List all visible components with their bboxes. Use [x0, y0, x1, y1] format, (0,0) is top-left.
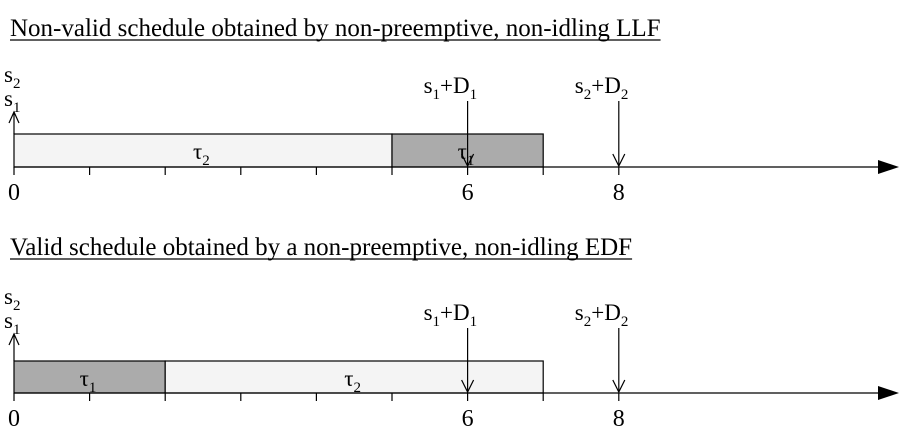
task-label: τ2: [344, 366, 361, 396]
panel-title: Valid schedule obtained by a non-preempt…: [10, 234, 632, 261]
task-label: τ1: [80, 366, 97, 396]
release-label-s2: s2: [4, 62, 20, 92]
tick-label: 0: [8, 406, 20, 427]
deadline-label: s1+D1: [424, 73, 478, 103]
tick-label: 6: [462, 180, 474, 206]
release-label-s2: s2: [4, 284, 20, 314]
deadline-label: s2+D2: [575, 73, 629, 103]
task-bar: [13, 360, 166, 394]
deadline-arrow: [612, 101, 626, 168]
task-label: τ2: [193, 139, 210, 169]
deadline-arrow: [612, 328, 626, 394]
panel-edf: Valid schedule obtained by a non-preempt…: [4, 234, 899, 427]
panel-llf: Non-valid schedule obtained by non-preem…: [4, 15, 899, 206]
release-arrow: [8, 110, 20, 134]
tick-label: 8: [613, 180, 625, 206]
release-label-s1: s1: [4, 86, 20, 116]
deadline-arrow: [461, 101, 475, 168]
release-label-s1: s1: [4, 308, 20, 338]
deadline-label: s2+D2: [575, 300, 629, 330]
deadline-label: s1+D1: [424, 300, 478, 330]
task-bar: [13, 133, 393, 168]
tick-label: 6: [462, 406, 474, 427]
release-arrow: [8, 332, 20, 361]
tick-label: 0: [8, 180, 20, 206]
deadline-arrow: [461, 328, 475, 394]
panel-title: Non-valid schedule obtained by non-preem…: [10, 15, 661, 42]
time-axis: [14, 386, 899, 400]
tick-label: 8: [613, 406, 625, 427]
time-axis: [14, 160, 899, 174]
